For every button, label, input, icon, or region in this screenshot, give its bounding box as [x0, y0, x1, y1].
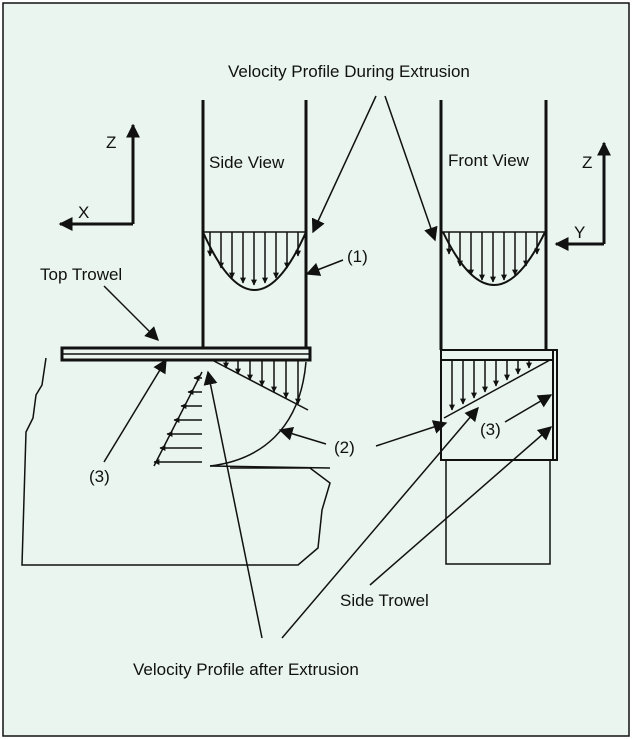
- side-trowel-label: Side Trowel: [340, 591, 429, 610]
- velocity-during-extrusion-label: Velocity Profile During Extrusion: [228, 62, 470, 81]
- axis-x-label: X: [78, 203, 89, 222]
- axis-z-right-label: Z: [582, 153, 592, 172]
- after-extrusion-velocity-profile: [153, 371, 203, 467]
- callout-3-right-label: (3): [480, 420, 501, 439]
- side-view-label: Side View: [209, 153, 285, 172]
- side-view-velocity-arrows: [207, 232, 301, 286]
- callout-arrows: [103, 95, 553, 639]
- front-exit-section: [440, 349, 558, 565]
- velocity-after-extrusion-label: Velocity Profile after Extrusion: [133, 660, 359, 679]
- side-exit-velocity-profile: [211, 359, 309, 411]
- front-view-label: Front View: [448, 151, 530, 170]
- axis-z-left-label: Z: [106, 133, 116, 152]
- axes-xz: [58, 123, 140, 231]
- side-view-channel: [201, 100, 308, 350]
- axes-yz: [554, 141, 611, 251]
- callout-1-label: (1): [347, 247, 368, 266]
- extruded-slab-outline: [21, 357, 331, 566]
- front-exit-velocity-arrows: [449, 360, 532, 411]
- top-trowel-label: Top Trowel: [40, 265, 122, 284]
- callout-2-label: (2): [334, 438, 355, 457]
- callout-3-left-label: (3): [89, 467, 110, 486]
- front-view-velocity-arrows: [446, 232, 540, 283]
- front-view-channel: [439, 100, 548, 350]
- axis-y-label: Y: [574, 223, 585, 242]
